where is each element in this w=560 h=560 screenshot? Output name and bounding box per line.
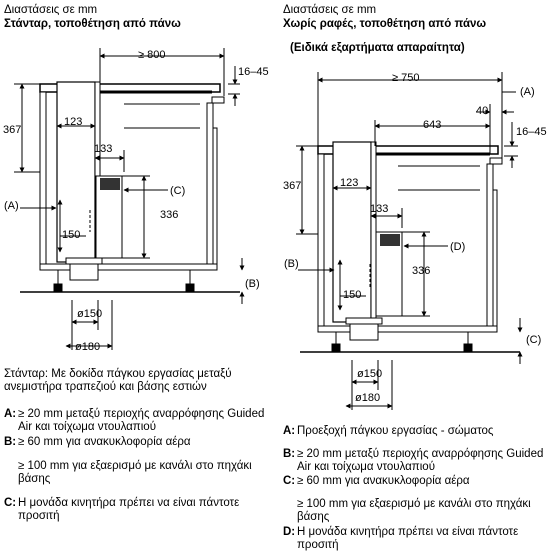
right-note-c2-text: ≥ 100 mm για εξαερισμό με κανάλι στο πηχ… [297,498,531,523]
right-dim-offset: 133 [370,203,389,215]
left-note-c-key: C: [4,497,17,509]
left-dim-height: 367 [3,124,22,136]
right-dim-thickness: 16–45 [516,126,547,138]
left-dim-depth: 123 [64,116,83,128]
left-dim-width: ≥ 800 [138,49,166,61]
right-note-b-key: B: [283,448,296,460]
left-pipe [69,261,99,281]
left-note-b-key: B: [4,436,17,448]
left-cabinet-wall-right [206,102,214,271]
left-note-a: A:≥ 20 mm μεταξύ περιοχής αναρρόφησης Gu… [4,408,274,434]
right-label-d: (D) [450,241,466,253]
right-dim-inner: 643 [423,119,442,131]
left-dim-pipe-outer: ø180 [75,341,101,353]
left-cabinet-base [39,263,218,271]
right-heading-note: (Ειδικά εξαρτήματα απαραίτητα) [290,42,465,54]
right-note-c-key: C: [283,475,296,487]
left-note-b2-text: ≥ 100 mm για εξαερισμό με κανάλι στο πηχ… [18,460,252,485]
left-note-a-key: A: [4,408,17,420]
right-drawing [296,72,523,410]
left-note-b: B:≥ 60 mm για ανακυκλοφορία αέρα [4,436,274,449]
left-label-c: (C) [170,185,186,197]
right-note-d-key: D: [283,526,296,538]
right-label-c: (C) [526,334,542,346]
right-note-d: D:Η μονάδα κινητήρα πρέπει να είναι πάντ… [283,526,555,552]
left-notes-intro: Στάνταρ: Με δοκίδα πάγκου εργασίας μεταξ… [4,368,232,393]
right-dim-height: 367 [283,180,302,192]
right-cabinet-wall-left [317,153,325,333]
right-label-b: (B) [284,258,299,270]
right-pipe [349,321,379,341]
right-heading-units: Διαστάσεις σε mm [283,4,377,16]
right-note-a: A:Προεξοχή πάγκου εργασίας - σώματος [283,425,555,438]
right-dim-pipe-inner: ø150 [357,368,383,380]
right-dim-gap: 150 [343,289,362,301]
right-dim-depth: 123 [340,177,359,189]
left-label-a: (A) [4,200,19,212]
left-note-b-text: ≥ 60 mm για ανακυκλοφορία αέρα [18,436,191,448]
left-note-a-text: ≥ 20 mm μεταξύ περιοχής αναρρόφησης Guid… [18,408,265,433]
left-dim-offset: 133 [94,143,113,155]
right-label-a: (A) [520,86,535,98]
right-note-b-text: ≥ 20 mm μεταξύ περιοχής αναρρόφησης Guid… [297,448,544,473]
right-dim-pipe-outer: ø180 [355,392,381,404]
left-drawing [14,48,245,350]
left-note-c: C:Η μονάδα κινητήρα πρέπει να είναι πάντ… [4,497,274,523]
right-dim-body-height: 336 [412,265,431,277]
left-heading-title: Στάνταρ, τοποθέτηση από πάνω [4,18,181,30]
right-note-b: B:≥ 20 mm μεταξύ περιοχής αναρρόφησης Gu… [283,448,555,474]
left-worktop-edge [211,96,225,104]
left-note-c-text: Η μονάδα κινητήρα πρέπει να είναι πάντοτ… [18,497,240,522]
right-note-c-text: ≥ 60 mm για ανακυκλοφορία αέρα [297,475,470,487]
right-heading-title: Χωρίς ραφές, τοποθέτηση από πάνω [283,18,487,30]
left-dim-body-height: 336 [160,209,179,221]
right-worktop-edge [489,157,503,165]
left-cabinet-wall-left [39,91,47,271]
left-downdraft-unit [56,81,96,263]
right-note-a-key: A: [283,425,296,437]
right-note-d-text: Η μονάδα κινητήρα πρέπει να είναι πάντοτ… [297,526,519,551]
right-dim-step: 40 [476,105,489,117]
right-cabinet-base [317,325,498,333]
left-heading-units: Διαστάσεις σε mm [4,4,98,16]
right-note-c: C:≥ 60 mm για ανακυκλοφορία αέρα [283,475,555,488]
right-dim-width: ≥ 750 [392,72,420,84]
left-label-b: (B) [245,278,260,290]
right-cabinet-wall-right [486,163,494,333]
left-dim-thickness: 16–45 [238,66,269,78]
left-dim-gap: 150 [62,229,81,241]
left-dim-pipe-inner: ø150 [77,308,103,320]
right-note-a-text: Προεξοχή πάγκου εργασίας - σώματος [297,425,494,437]
